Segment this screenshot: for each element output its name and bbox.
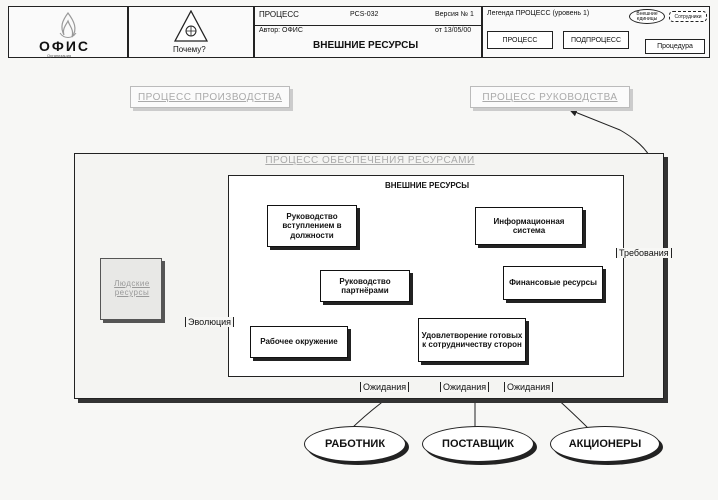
information-system-box[interactable]: Информационная система <box>475 207 583 245</box>
why-cell[interactable]: Почему? <box>128 6 254 58</box>
why-label: Почему? <box>173 45 206 54</box>
subprocess-button[interactable]: ПОДПРОЦЕСС <box>563 31 629 49</box>
expectations-label-3: Ожидания <box>504 382 554 392</box>
author-label: Автор: ОФИС <box>259 27 303 34</box>
shareholders-oval[interactable]: АКЦИОНЕРЫ <box>550 426 660 462</box>
legend-label: Легенда ПРОЦЕСС (уровень 1) <box>487 10 590 17</box>
warning-triangle-icon <box>174 10 208 42</box>
process-info-cell: ПРОЦЕСС PCS-032 Версия № 1 Автор: ОФИС о… <box>254 6 482 58</box>
supplier-oval[interactable]: ПОСТАВЩИК <box>422 426 534 462</box>
external-resources-title: ВНЕШНИЕ РЕСУРСЫ <box>385 181 470 190</box>
date-label: от 13/05/00 <box>435 27 472 34</box>
evolution-label: Эволюция <box>185 317 235 327</box>
staff-button[interactable]: Сотрудники <box>669 11 707 22</box>
partner-management-box[interactable]: Руководство партнёрами <box>320 270 410 302</box>
legend-cell: Легенда ПРОЦЕСС (уровень 1) Внешние един… <box>482 6 710 58</box>
logo-flame-icon <box>59 11 77 38</box>
page-title: ВНЕШНИЕ РЕСУРСЫ <box>313 40 419 51</box>
logo-subtitle: Организация <box>47 53 72 58</box>
management-process-box[interactable]: ПРОЦЕСС РУКОВОДСТВА <box>470 86 630 108</box>
logo-text: ОФИС <box>39 38 91 54</box>
induction-management-box[interactable]: Руководство вступлением в должности <box>267 205 357 247</box>
financial-resources-box[interactable]: Финансовые ресурсы <box>503 266 603 300</box>
worker-oval[interactable]: РАБОТНИК <box>304 426 406 462</box>
procedure-button[interactable]: Процедура <box>645 39 705 54</box>
resources-process-title: ПРОЦЕСС ОБЕСПЕЧЕНИЯ РЕСУРСАМИ <box>265 154 475 166</box>
version-label: Версия № 1 <box>435 11 474 18</box>
requirements-label: Требования <box>616 248 672 258</box>
process-button[interactable]: ПРОЦЕСС <box>487 31 553 49</box>
external-units-button[interactable]: Внешние единицы <box>629 9 665 24</box>
expectations-label-1: Ожидания <box>360 382 410 392</box>
work-environment-box[interactable]: Рабочее окружение <box>250 326 348 358</box>
stakeholder-satisfaction-box[interactable]: Удовлетворение готовых к сотрудничеству … <box>418 318 526 362</box>
process-label: ПРОЦЕСС <box>259 10 299 19</box>
human-resources-label: Людские ресурсы <box>114 279 150 297</box>
process-code: PCS-032 <box>350 11 379 18</box>
expectations-label-2: Ожидания <box>440 382 490 392</box>
human-resources-box[interactable] <box>100 258 162 320</box>
production-process-box[interactable]: ПРОЦЕСС ПРОИЗВОДСТВА <box>130 86 290 108</box>
logo-cell: ОФИС Организация <box>8 6 128 58</box>
